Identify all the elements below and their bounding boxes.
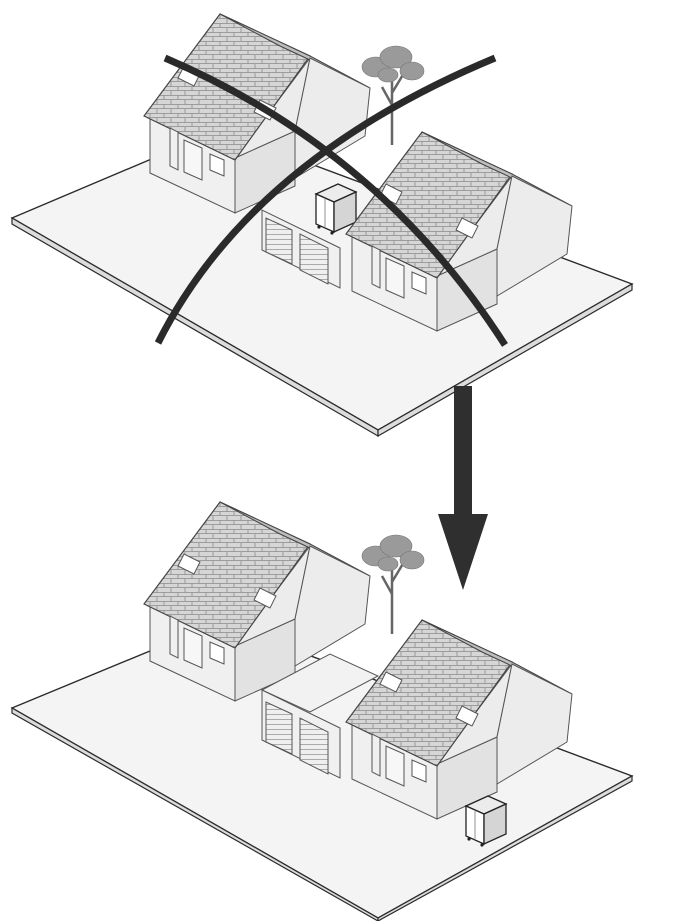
panel-after [10, 501, 634, 921]
panel-before [10, 13, 634, 438]
tree-icon-after [360, 533, 426, 636]
arrow-down-icon [438, 386, 488, 590]
cross-mark-icon [154, 54, 508, 347]
garage-block [261, 209, 341, 289]
garage-block-after [260, 653, 380, 779]
